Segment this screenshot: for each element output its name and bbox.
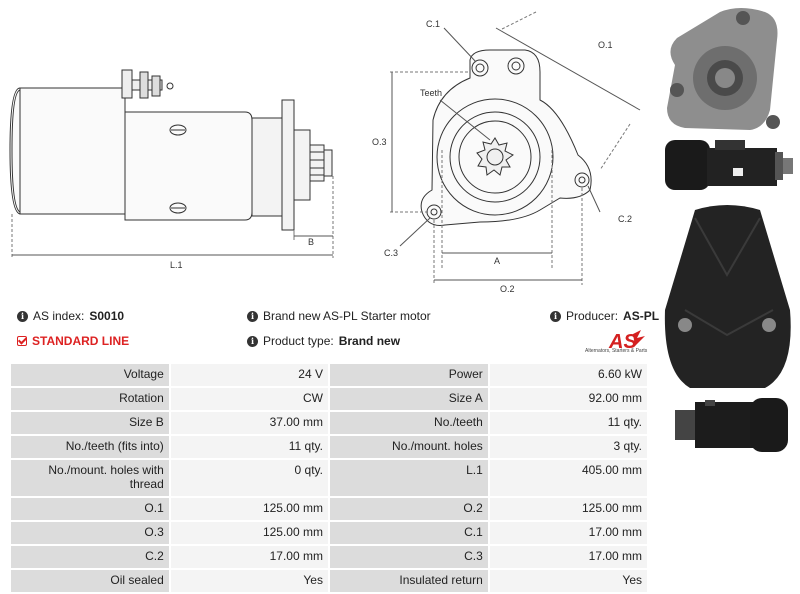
label-a: A (494, 256, 500, 266)
label-c3: C.3 (384, 248, 398, 258)
checkbox-icon (17, 336, 27, 346)
as-index-row: i AS index: S0010 (17, 309, 124, 323)
product-type-label: Product type: (263, 334, 334, 348)
table-row: Oil sealed Yes Insulated return Yes (11, 570, 647, 592)
spec-value: Yes (489, 570, 647, 592)
spec-value: 125.00 mm (170, 522, 328, 544)
spec-value: 3 qty. (489, 436, 647, 458)
spec-label: No./mount. holes with thread (11, 460, 169, 496)
label-o3: O.3 (372, 137, 387, 147)
table-row: O.3 125.00 mm C.1 17.00 mm (11, 522, 647, 544)
front-view-drawing (390, 11, 641, 285)
spec-label: C.2 (11, 546, 169, 568)
product-type-value: Brand new (338, 334, 401, 348)
technical-drawings: L.1 B C.1 O.1 Teeth O.3 (9, 11, 641, 294)
table-row: Size B 37.00 mm No./teeth 11 qty. (11, 412, 647, 434)
as-index-value: S0010 (89, 309, 125, 323)
svg-text:AS: AS (608, 331, 637, 353)
spec-label: Power (329, 364, 488, 386)
logo-tagline: Alternators, Starters & Parts (585, 348, 648, 354)
spec-label: Rotation (11, 388, 169, 410)
spec-label: Size A (329, 388, 488, 410)
table-row: C.2 17.00 mm C.3 17.00 mm (11, 546, 647, 568)
label-b: B (308, 237, 314, 247)
label-o2: O.2 (500, 284, 515, 294)
spec-value: 17.00 mm (489, 546, 647, 568)
spec-value: 37.00 mm (170, 412, 328, 434)
spec-value: 11 qty. (170, 436, 328, 458)
spec-label: No./mount. holes (329, 436, 488, 458)
side-photo-top (665, 140, 793, 190)
spec-value: 17.00 mm (170, 546, 328, 568)
spec-value: CW (170, 388, 328, 410)
description-row: i Brand new AS-PL Starter motor (247, 309, 431, 323)
info-icon: i (247, 335, 258, 347)
spec-value: 6.60 kW (489, 364, 647, 386)
spec-label: No./teeth (329, 412, 488, 434)
spec-value: 125.00 mm (170, 498, 328, 520)
producer-label: Producer: (566, 309, 619, 323)
specs-table: Voltage 24 V Power 6.60 kW Rotation CW S… (9, 362, 649, 594)
standard-line-label: STANDARD LINE (32, 334, 130, 348)
info-icon: i (550, 310, 561, 322)
info-icon: i (247, 310, 258, 322)
spec-label: Insulated return (329, 570, 488, 592)
spec-value: 405.00 mm (489, 460, 647, 496)
spec-value: 17.00 mm (489, 522, 647, 544)
table-row: No./teeth (fits into) 11 qty. No./mount.… (11, 436, 647, 458)
table-row: No./mount. holes with thread 0 qty. L.1 … (11, 460, 647, 496)
spec-label: Oil sealed (11, 570, 169, 592)
spec-value: 11 qty. (489, 412, 647, 434)
spec-value: Yes (170, 570, 328, 592)
label-c2: C.2 (618, 214, 632, 224)
product-photos (664, 8, 793, 452)
spec-label: O.1 (11, 498, 169, 520)
table-row: O.1 125.00 mm O.2 125.00 mm (11, 498, 647, 520)
table-row: Voltage 24 V Power 6.60 kW (11, 364, 647, 386)
info-icon: i (17, 310, 28, 322)
label-l1: L.1 (170, 260, 183, 270)
standard-line-row: STANDARD LINE (17, 334, 129, 348)
table-row: Rotation CW Size A 92.00 mm (11, 388, 647, 410)
spec-label: O.3 (11, 522, 169, 544)
spec-label: Voltage (11, 364, 169, 386)
spec-value: 24 V (170, 364, 328, 386)
spec-label: C.1 (329, 522, 488, 544)
producer-value: AS-PL (623, 309, 660, 323)
front-photo (667, 8, 780, 130)
as-index-label: AS index: (33, 309, 85, 323)
side-photo-bottom (675, 398, 788, 452)
rear-photo (664, 205, 791, 388)
spec-value: 125.00 mm (489, 498, 647, 520)
label-c1: C.1 (426, 19, 440, 29)
spec-value: 92.00 mm (489, 388, 647, 410)
spec-label: O.2 (329, 498, 488, 520)
spec-label: C.3 (329, 546, 488, 568)
product-description: Brand new AS-PL Starter motor (263, 309, 431, 323)
spec-label: L.1 (329, 460, 488, 496)
product-type-row: i Product type: Brand new (247, 334, 400, 348)
spec-label: No./teeth (fits into) (11, 436, 169, 458)
label-teeth: Teeth (420, 88, 442, 98)
producer-row: i Producer: AS-PL (550, 309, 659, 323)
spec-value: 0 qty. (170, 460, 328, 496)
label-o1: O.1 (598, 40, 613, 50)
as-pl-logo: AS (608, 330, 645, 353)
spec-label: Size B (11, 412, 169, 434)
side-view-drawing (9, 69, 334, 258)
